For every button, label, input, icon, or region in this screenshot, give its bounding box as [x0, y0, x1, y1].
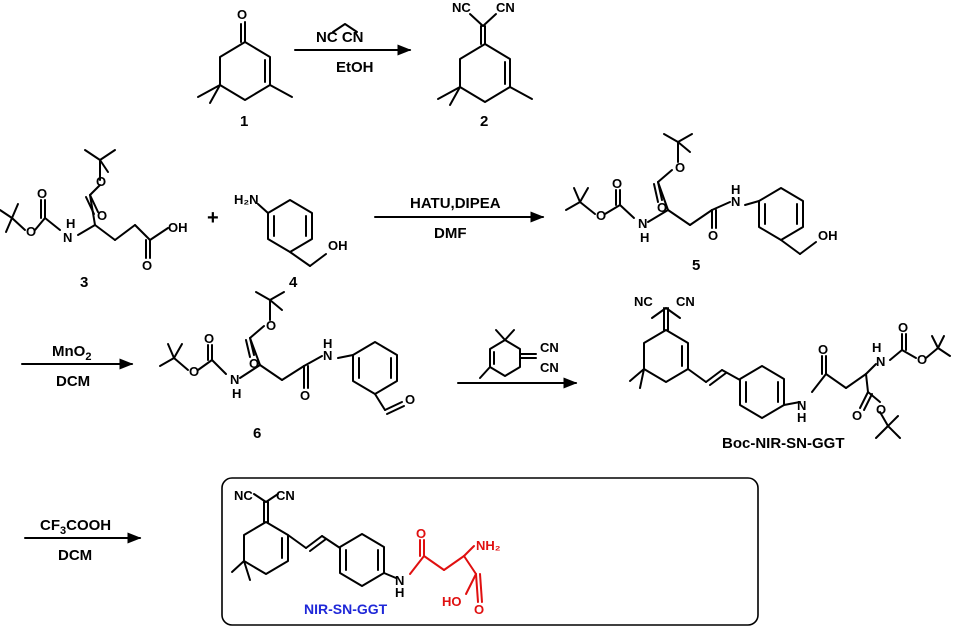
- nitrile-right: CN: [676, 294, 695, 309]
- ester-oxygen: O: [675, 160, 685, 175]
- boc-oxygen: O: [189, 364, 199, 379]
- carboxyl-hydroxyl: HO: [442, 594, 462, 609]
- gamma-carbonyl-oxygen: O: [416, 526, 426, 541]
- amine-group: NH₂: [476, 538, 501, 553]
- ester-carbonyl-oxygen: O: [852, 408, 862, 423]
- step-1-solvent: EtOH: [336, 59, 374, 76]
- anilide-hydrogen: H: [323, 336, 332, 351]
- carboxyl-oxygen: O: [474, 602, 484, 617]
- step-3-solvent: DCM: [56, 373, 90, 390]
- step-3-arrow: MnO2 DCM: [21, 343, 134, 390]
- amide-hydrogen: H: [872, 340, 881, 355]
- anilide-nitrogen: N: [395, 573, 404, 588]
- anilide-hydrogen: H: [797, 410, 806, 425]
- ester-oxygen: O: [96, 174, 106, 189]
- step-5-solvent: DCM: [58, 547, 92, 564]
- anilide-carbonyl-oxygen: O: [300, 388, 310, 403]
- compound-6: O O N H O O O N H O 6: [159, 291, 415, 442]
- boc-oxygen: O: [596, 208, 606, 223]
- amide-hydrogen: H: [66, 216, 75, 231]
- acid-carbonyl-oxygen: O: [142, 258, 152, 273]
- ester-oxygen: O: [876, 402, 886, 417]
- anilide-nitrogen: N: [323, 348, 332, 363]
- compound-6-label: 6: [253, 425, 261, 442]
- boc-carbonyl-oxygen: O: [612, 176, 622, 191]
- ester-oxygen: O: [266, 318, 276, 333]
- plus-sign: +: [207, 207, 219, 229]
- step-5-arrow: CF3COOH DCM: [24, 517, 142, 564]
- boc-nir-sn-ggt: NC CN N H O N H O O O O Boc-NIR-SN-GGT: [629, 294, 951, 452]
- compound-2-label: 2: [480, 113, 488, 130]
- benzyl-hydroxyl: OH: [328, 238, 348, 253]
- anilide-nitrogen: N: [797, 398, 806, 413]
- compound-3-label: 3: [80, 274, 88, 291]
- aldehyde-oxygen: O: [405, 392, 415, 407]
- reagent-nitrile-top: CN: [540, 340, 559, 355]
- aniline-amine: H₂N: [234, 192, 259, 207]
- ester-carbonyl-oxygen: O: [97, 208, 107, 223]
- compound-2: NC CN 2: [437, 0, 533, 130]
- step-1-arrow: NC CN EtOH: [294, 23, 412, 76]
- boc-oxygen: O: [26, 224, 36, 239]
- compound-1-label: 1: [240, 113, 248, 130]
- boc-product-label: Boc-NIR-SN-GGT: [722, 435, 845, 452]
- compound-5: O O N H O O O N H OH 5: [565, 133, 838, 274]
- amide-hydrogen: H: [640, 230, 649, 245]
- boc-carbonyl-oxygen: O: [37, 186, 47, 201]
- carbonyl-oxygen: O: [237, 7, 247, 22]
- step-4-arrow: CN CN: [457, 329, 578, 389]
- amide-nitrogen: N: [638, 216, 647, 231]
- boc-carbonyl-oxygen: O: [204, 331, 214, 346]
- compound-4-label: 4: [289, 274, 298, 291]
- reagent-nitrile-bottom: CN: [540, 360, 559, 375]
- nitrile-left: NC: [234, 488, 253, 503]
- anilide-nitrogen: N: [731, 194, 740, 209]
- step-2-reagent: HATU,DIPEA: [410, 195, 501, 212]
- benzyl-hydroxyl: OH: [818, 228, 838, 243]
- amide-nitrogen: N: [876, 354, 885, 369]
- anilide-carbonyl-oxygen: O: [708, 228, 718, 243]
- malononitrile-reagent: NC CN: [316, 29, 364, 46]
- ester-carbonyl-oxygen: O: [249, 356, 259, 371]
- amide-nitrogen: N: [230, 372, 239, 387]
- step-2-arrow: HATU,DIPEA DMF: [374, 195, 545, 242]
- amide-nitrogen: N: [63, 230, 72, 245]
- compound-4: H₂N OH 4: [234, 192, 348, 291]
- step-5-reagent: CF3COOH: [40, 517, 111, 537]
- final-product-label: NIR-SN-GGT: [304, 601, 388, 617]
- boc-carbonyl-oxygen: O: [898, 320, 908, 335]
- nitrile-left: NC: [634, 294, 653, 309]
- nitrile-left: NC: [452, 0, 471, 15]
- boc-oxygen: O: [917, 352, 927, 367]
- nitrile-right: CN: [276, 488, 295, 503]
- acid-hydroxyl: OH: [168, 220, 188, 235]
- anilide-hydrogen: H: [731, 182, 740, 197]
- anilide-hydrogen: H: [395, 585, 404, 600]
- compound-1: O 1: [197, 7, 293, 130]
- compound-3: O O N H O O OH O 3: [0, 149, 188, 291]
- anilide-carbonyl-oxygen: O: [818, 342, 828, 357]
- step-3-reagent: MnO2: [52, 343, 91, 363]
- compound-5-label: 5: [692, 257, 700, 274]
- ester-carbonyl-oxygen: O: [657, 200, 667, 215]
- nitrile-right: CN: [496, 0, 515, 15]
- step-2-solvent: DMF: [434, 225, 467, 242]
- nir-sn-ggt-box: NC CN N H O NH₂ HO O NIR-SN-GGT: [221, 477, 759, 626]
- amide-hydrogen: H: [232, 386, 241, 401]
